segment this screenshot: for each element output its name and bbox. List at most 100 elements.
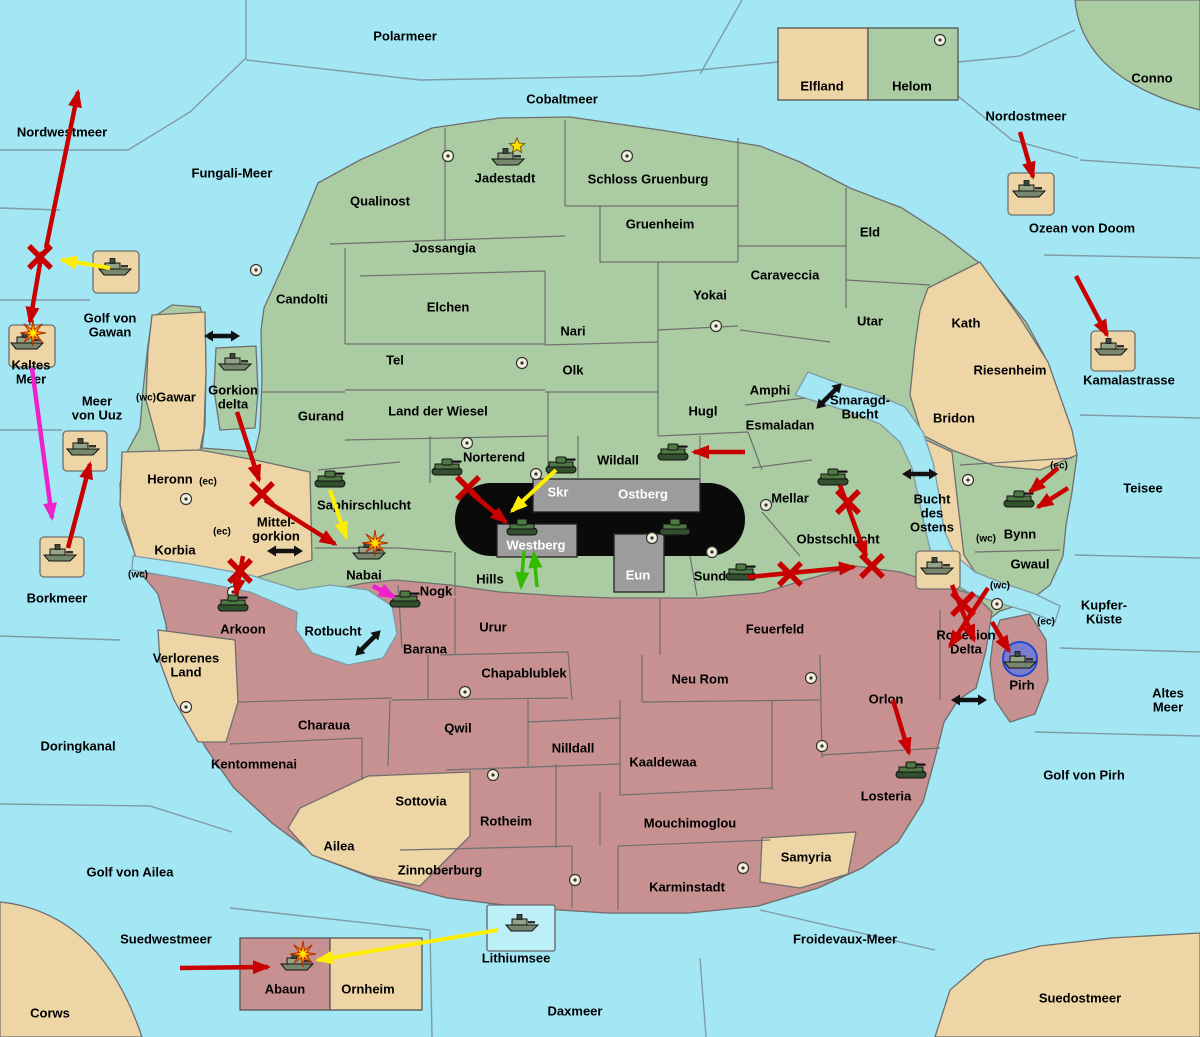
ship-unit[interactable]: [504, 914, 540, 932]
map-label: Smaragd-Bucht: [830, 393, 890, 422]
town-marker[interactable]: [460, 436, 474, 450]
battle-x-marker: [777, 561, 803, 587]
town-marker[interactable]: [179, 492, 193, 506]
map-label: Rotheim: [480, 814, 532, 829]
map-label: Obstschlucht: [796, 532, 880, 547]
town-marker[interactable]: [486, 768, 500, 782]
town-marker[interactable]: [804, 671, 818, 685]
town-marker[interactable]: [709, 319, 723, 333]
tank-unit[interactable]: [431, 458, 463, 476]
strait-crossing-arrow[interactable]: [951, 694, 987, 706]
ship-unit[interactable]: [65, 438, 101, 456]
town-marker[interactable]: [759, 498, 773, 512]
map-label: Nabai: [346, 568, 381, 583]
tank-unit[interactable]: [314, 470, 346, 488]
ship-unit[interactable]: [1093, 338, 1129, 356]
ship-unit[interactable]: [1011, 180, 1047, 198]
territory-suedostmeer-shore[interactable]: [934, 932, 1200, 1037]
territory-skr-ostberg[interactable]: [532, 478, 701, 513]
map-label: Ailea: [323, 839, 355, 854]
map-label: (wc): [136, 393, 156, 404]
town-marker[interactable]: [249, 263, 263, 277]
map-label: Bynn: [1004, 527, 1037, 542]
battle-x-marker: [859, 553, 885, 579]
territory-corws[interactable]: [0, 901, 143, 1037]
strait-crossing-arrow[interactable]: [351, 626, 384, 659]
territory-sottovia-ailea[interactable]: [287, 771, 471, 887]
map-label: Gurand: [298, 409, 344, 424]
territory-heronn-korbia-mittelgorkion[interactable]: [119, 449, 313, 579]
map-label: Hugl: [689, 404, 718, 419]
tank-unit[interactable]: [895, 761, 927, 779]
ship-unit[interactable]: [919, 557, 955, 575]
map-label: Jossangia: [412, 241, 476, 256]
ship-unit[interactable]: [9, 319, 47, 350]
map-label: Schloss Gruenburg: [588, 172, 709, 187]
ship-unit[interactable]: [490, 136, 526, 166]
town-marker[interactable]: [815, 739, 829, 753]
territory-gawar[interactable]: [145, 311, 207, 453]
map-label: Hills: [476, 572, 503, 587]
territory-eun[interactable]: [613, 533, 665, 593]
territory-border: [527, 717, 621, 723]
town-marker[interactable]: [529, 467, 543, 481]
ship-unit[interactable]: [42, 544, 78, 562]
map-label: Candolti: [276, 292, 328, 307]
town-marker[interactable]: [990, 597, 1004, 611]
ship-unit[interactable]: [351, 529, 389, 560]
tank-unit[interactable]: [659, 518, 691, 536]
map-label: Gruenheim: [626, 217, 695, 232]
red-attack-arrow: [43, 89, 82, 249]
strait-crossing-arrow[interactable]: [812, 379, 845, 412]
sea-zone-border: [759, 909, 936, 951]
town-marker[interactable]: [736, 861, 750, 875]
map-label: Utar: [857, 314, 883, 329]
town-marker[interactable]: [961, 473, 975, 487]
town-marker[interactable]: [645, 531, 659, 545]
territory-abaun[interactable]: [239, 937, 331, 1011]
strait-crossing-arrow[interactable]: [204, 330, 240, 342]
sea-zone-border: [699, 0, 743, 75]
tank-unit[interactable]: [506, 518, 538, 536]
town-marker[interactable]: [515, 356, 529, 370]
territory-kath-riesenheim-bridon[interactable]: [909, 261, 1078, 471]
town-marker[interactable]: [441, 149, 455, 163]
map-label: Saphirschlucht: [317, 498, 412, 513]
map-label: Jadestadt: [475, 171, 536, 186]
map-label: Eun: [626, 568, 651, 583]
red-attack-arrow: [263, 498, 338, 546]
map-label: Kupfer-Küste: [1081, 598, 1127, 627]
green-attack-arrow: [528, 550, 543, 588]
map-label: Bridon: [933, 411, 975, 426]
ship-unit[interactable]: [217, 353, 253, 371]
town-marker[interactable]: [620, 149, 634, 163]
green-attack-arrow: [515, 550, 530, 590]
territory-verlorenes-land[interactable]: [157, 629, 239, 743]
town-marker[interactable]: [568, 873, 582, 887]
battle-x-marker: [950, 591, 976, 617]
map-label: Corws: [30, 1006, 70, 1021]
ship-unit[interactable]: [1002, 641, 1038, 677]
territory-elfland[interactable]: [777, 27, 869, 101]
territory-bucht-des-ostens-water[interactable]: [794, 371, 1061, 623]
map-label: Gwaul: [1010, 557, 1049, 572]
town-marker[interactable]: [179, 700, 193, 714]
town-marker[interactable]: [458, 685, 472, 699]
ship-unit[interactable]: [279, 940, 317, 971]
yellow-attack-arrow: [315, 928, 499, 965]
tank-unit[interactable]: [657, 443, 689, 461]
tank-unit[interactable]: [389, 590, 421, 608]
strait-crossing-arrow[interactable]: [902, 468, 938, 480]
tank-unit[interactable]: [817, 468, 849, 486]
territory-samyria[interactable]: [759, 831, 857, 889]
territory-border: [391, 697, 569, 701]
tank-unit[interactable]: [217, 594, 249, 612]
town-marker[interactable]: [705, 545, 719, 559]
sea-zone-border: [0, 0, 247, 151]
map-label: Tel: [386, 353, 404, 368]
strait-crossing-arrow[interactable]: [267, 545, 303, 557]
town-marker[interactable]: [933, 33, 947, 47]
map-label: Lithiumsee: [482, 951, 551, 966]
